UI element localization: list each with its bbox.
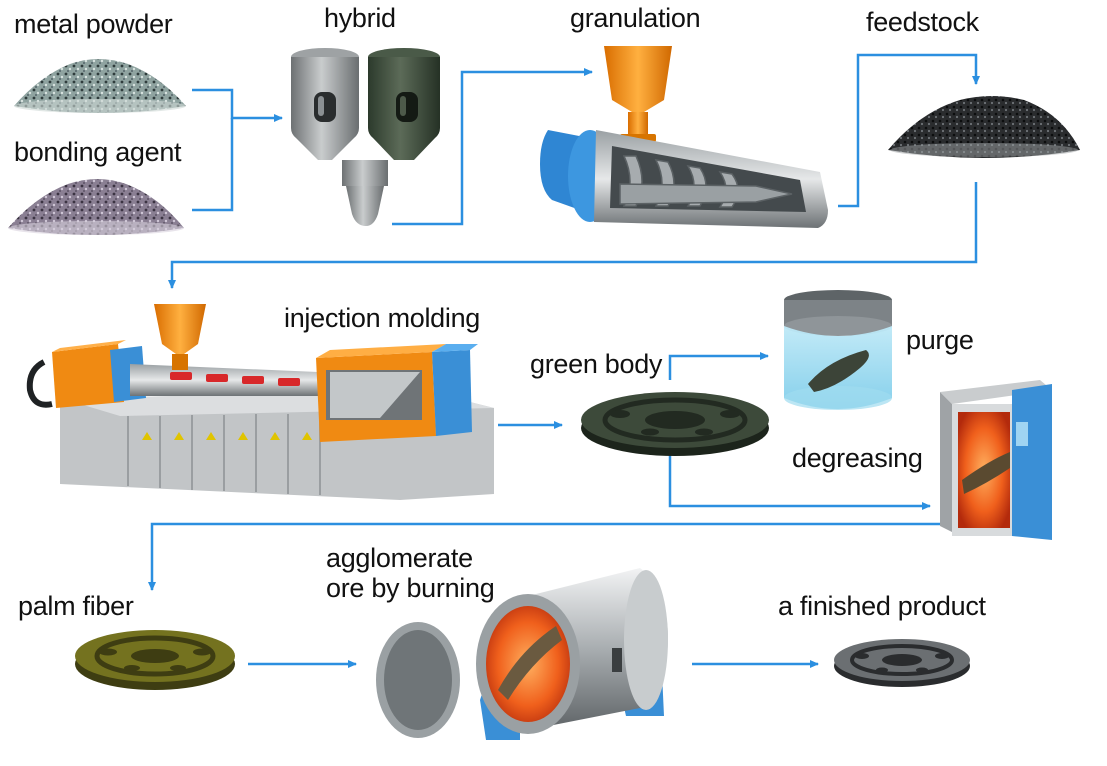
bonding-agent-pile-icon [8,179,184,235]
label-purge: purge [906,325,974,355]
sintering-furnace-icon [376,568,668,740]
hybrid-mixer-icon [291,48,440,226]
label-granulation: granulation [570,3,701,33]
label-palm-fiber: palm fiber [18,591,134,621]
degreasing-oven-icon [940,380,1052,540]
label-metal-powder: metal powder [14,9,173,39]
arrow-metal-to-hybrid [192,88,283,122]
label-degreasing: degreasing [792,443,923,473]
arrow-bonding-to-hybrid [192,118,234,212]
arrow-greenbody-to-degreasing [668,452,931,510]
palm-fiber-part-icon [75,630,235,690]
label-agglomerate-ore-by-burning: agglomerate ore by burning [326,543,495,603]
purge-tank-icon [784,290,892,410]
label-hybrid: hybrid [324,3,396,33]
label-green-body: green body [530,349,663,379]
arrow-degreasing-to-palmfiber [148,522,1000,591]
metal-powder-pile-icon [14,59,186,113]
label-finished-product: a finished product [778,591,986,621]
label-agglomerate-line2: ore by burning [326,572,495,603]
arrow-hybrid-to-granulation [392,68,593,226]
label-agglomerate-line1: agglomerate [326,543,473,573]
arrow-feedstock-to-molding [168,182,978,289]
arrow-granulation-to-feedstock [838,53,980,208]
label-feedstock: feedstock [866,7,979,37]
label-bonding-agent: bonding agent [14,137,182,167]
flow-arrows [148,53,1000,668]
arrow-greenbody-to-purge [668,352,769,380]
label-injection-molding: injection molding [284,303,481,333]
feedstock-pile-icon [888,96,1080,158]
granulation-extruder-icon [540,46,828,228]
finished-product-part-icon [834,639,970,687]
injection-molding-machine-icon [26,304,494,500]
green-body-part-icon [581,392,769,456]
